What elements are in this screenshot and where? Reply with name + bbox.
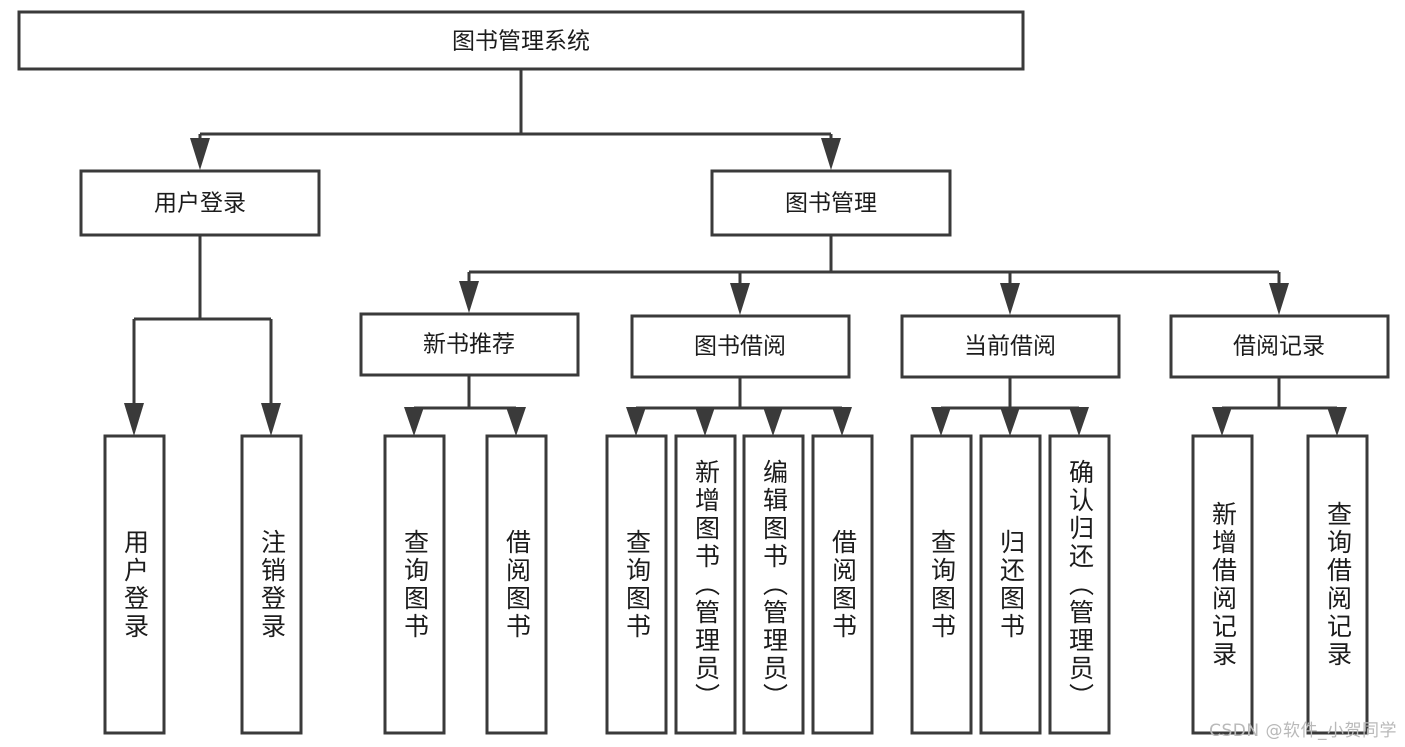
node-borrow-record[interactable]: 借阅记录 bbox=[1169, 314, 1390, 379]
arrowhead-leaf-query-book-3 bbox=[931, 407, 951, 436]
node-book-management[interactable]: 图书管理 bbox=[710, 169, 952, 237]
connector-group bbox=[124, 70, 1347, 436]
leaf-box-group bbox=[103, 434, 1369, 735]
leaf-confirm-return-box[interactable] bbox=[1048, 434, 1111, 735]
arrowhead-leaf-user-login bbox=[124, 403, 144, 436]
node-user-login-label: 用户登录 bbox=[154, 191, 246, 217]
arrowhead-leaf-query-book-1 bbox=[404, 407, 424, 436]
arrowhead-leaf-add-book bbox=[695, 407, 715, 436]
arrowhead-leaf-borrow-book-1 bbox=[506, 407, 526, 436]
leaf-query-borrow-record-box[interactable] bbox=[1306, 434, 1369, 735]
node-new-book-recommend[interactable]: 新书推荐 bbox=[359, 312, 580, 377]
node-current-borrow-label: 当前借阅 bbox=[964, 334, 1056, 360]
arrowhead-new-book-recommend bbox=[459, 281, 479, 313]
node-borrow-record-label: 借阅记录 bbox=[1233, 334, 1325, 360]
leaf-add-borrow-record-box[interactable] bbox=[1191, 434, 1254, 735]
node-root[interactable]: 图书管理系统 bbox=[17, 10, 1025, 71]
node-root-box[interactable] bbox=[17, 10, 1025, 71]
node-user-login[interactable]: 用户登录 bbox=[79, 169, 321, 237]
leaf-query-book-2-box[interactable] bbox=[605, 434, 668, 735]
node-book-borrow-box[interactable] bbox=[630, 314, 851, 379]
leaf-query-book-3-box[interactable] bbox=[910, 434, 973, 735]
node-book-management-box[interactable] bbox=[710, 169, 952, 237]
arrowhead-book-borrow bbox=[730, 283, 750, 315]
leaf-user-login-box[interactable] bbox=[103, 434, 166, 735]
arrowhead-leaf-edit-book bbox=[763, 407, 783, 436]
node-book-borrow[interactable]: 图书借阅 bbox=[630, 314, 851, 379]
node-user-login-box[interactable] bbox=[79, 169, 321, 237]
arrowhead-leaf-confirm-return bbox=[1069, 407, 1089, 436]
leaf-edit-book-box[interactable] bbox=[742, 434, 805, 735]
arrowhead-leaf-query-borrow-record bbox=[1327, 407, 1347, 436]
leaf-logout-login-box[interactable] bbox=[240, 434, 303, 735]
leaf-add-book-box[interactable] bbox=[674, 434, 737, 735]
leaf-query-book-1-box[interactable] bbox=[383, 434, 446, 735]
arrowhead-leaf-add-borrow-record bbox=[1212, 407, 1232, 436]
node-new-book-recommend-label: 新书推荐 bbox=[423, 332, 515, 358]
node-book-management-label: 图书管理 bbox=[785, 191, 877, 217]
arrowhead-leaf-return-book bbox=[1000, 407, 1020, 436]
node-root-label: 图书管理系统 bbox=[452, 29, 590, 55]
arrowhead-current-borrow bbox=[1000, 283, 1020, 315]
csdn-watermark: CSDN @软件_小贺同学 bbox=[1209, 721, 1397, 741]
arrowhead-book-management bbox=[821, 138, 841, 170]
node-new-book-recommend-box[interactable] bbox=[359, 312, 580, 377]
node-current-borrow[interactable]: 当前借阅 bbox=[900, 314, 1121, 379]
arrowhead-leaf-borrow-book-2 bbox=[832, 407, 852, 436]
node-borrow-record-box[interactable] bbox=[1169, 314, 1390, 379]
arrowhead-leaf-query-book-2 bbox=[626, 407, 646, 436]
leaf-return-book-box[interactable] bbox=[979, 434, 1042, 735]
arrowhead-leaf-logout-login bbox=[261, 403, 281, 436]
leaf-borrow-book-1-box[interactable] bbox=[485, 434, 548, 735]
arrowhead-user-login bbox=[190, 138, 210, 170]
arrowhead-borrow-record bbox=[1269, 283, 1289, 315]
leaf-borrow-book-2-box[interactable] bbox=[811, 434, 874, 735]
node-book-borrow-label: 图书借阅 bbox=[694, 334, 786, 360]
node-current-borrow-box[interactable] bbox=[900, 314, 1121, 379]
